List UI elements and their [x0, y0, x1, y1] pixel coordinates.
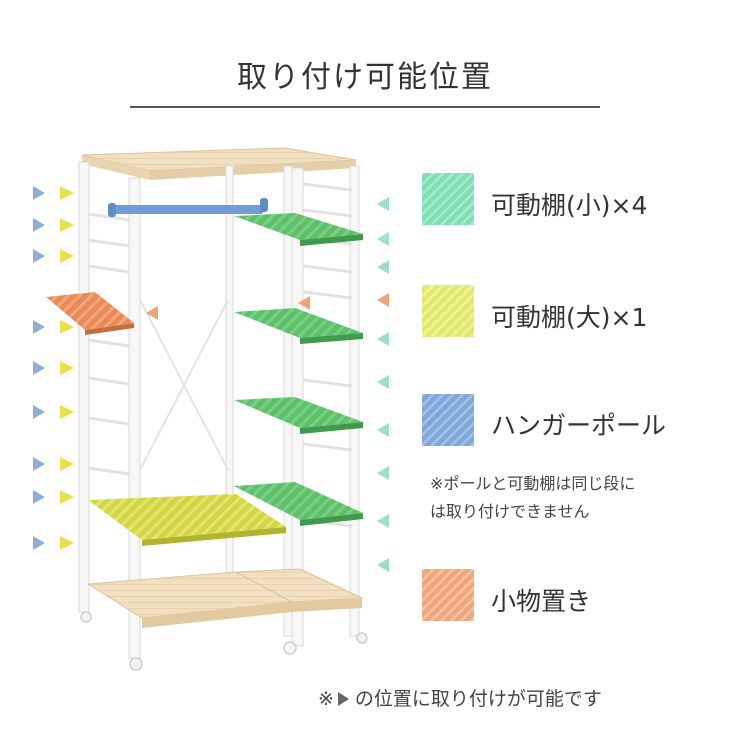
- large-shelf-swatch-icon: [422, 285, 474, 337]
- marker-green-2: [377, 232, 389, 246]
- marker-orange-right: [377, 293, 389, 307]
- marker-yellow-5: [60, 361, 74, 375]
- marker-yellow-4: [60, 320, 74, 334]
- marker-green-5: [377, 375, 389, 389]
- marker-yellow-7: [60, 457, 74, 471]
- bottom-boards: [86, 568, 363, 628]
- marker-yellow-6: [60, 405, 74, 419]
- marker-green-6: [377, 423, 389, 437]
- marker-blue-2: [33, 218, 45, 232]
- marker-blue-3: [33, 249, 45, 263]
- marker-blue-7: [33, 457, 45, 471]
- marker-blue-6: [33, 405, 45, 419]
- title-underline: [130, 106, 600, 108]
- cross-brace: [139, 299, 229, 471]
- legend-note-line-1: ※ポールと可動棚は同じ段に: [430, 474, 636, 493]
- marker-yellow-9: [60, 536, 74, 550]
- footer-prefix: ※: [318, 688, 334, 710]
- legend-note-line-2: は取り付けできません: [430, 502, 590, 521]
- top-board: [81, 147, 357, 180]
- marker-orange-mid: [298, 296, 310, 310]
- accessory-tray-swatch-icon: [422, 569, 474, 621]
- play-triangle-icon: [337, 692, 349, 706]
- marker-green-4: [377, 332, 389, 346]
- marker-yellow-8: [60, 490, 74, 504]
- legend-accessory-tray-label: 小物置き: [491, 587, 592, 616]
- small-shelf-3: [234, 397, 363, 434]
- marker-orange-left: [146, 306, 158, 320]
- marker-green-8: [377, 514, 389, 528]
- marker-green-1: [377, 197, 389, 211]
- marker-blue-8: [33, 490, 45, 504]
- small-shelf-4: [234, 482, 363, 526]
- casters: [80, 611, 368, 671]
- footer-note: ※ の位置に取り付けが可能です: [318, 684, 602, 711]
- left-position-markers: [33, 186, 74, 550]
- marker-blue-1: [33, 186, 45, 200]
- page-title: 取り付け可能位置: [237, 60, 493, 95]
- small-shelf-2: [234, 308, 363, 344]
- small-shelf-1: [234, 213, 363, 246]
- marker-green-3: [377, 260, 389, 274]
- legend-hanger-pole-label: ハンガーポール: [491, 411, 667, 440]
- marker-green-7: [377, 466, 389, 480]
- marker-green-9: [377, 558, 389, 572]
- marker-yellow-2: [60, 218, 74, 232]
- right-position-markers: [377, 197, 389, 572]
- accessory-tray: [46, 292, 134, 335]
- marker-blue-5: [33, 361, 45, 375]
- marker-yellow-3: [60, 249, 74, 263]
- footer-suffix: の位置に取り付けが可能です: [354, 688, 602, 710]
- left-side-rails: [87, 212, 131, 476]
- small-shelf-swatch-icon: [422, 173, 474, 225]
- hanger-pole-swatch-icon: [422, 394, 474, 446]
- legend-small-shelf-label: 可動棚(小)×4: [491, 191, 648, 220]
- large-shelf: [88, 494, 286, 546]
- hanger-pole: [108, 198, 268, 217]
- legend-large-shelf-label: 可動棚(大)×1: [491, 303, 648, 332]
- inner-orange-markers: [146, 296, 310, 320]
- marker-yellow-1: [60, 186, 74, 200]
- marker-blue-4: [33, 320, 45, 334]
- right-side-rails: [302, 182, 353, 528]
- marker-blue-9: [33, 536, 45, 550]
